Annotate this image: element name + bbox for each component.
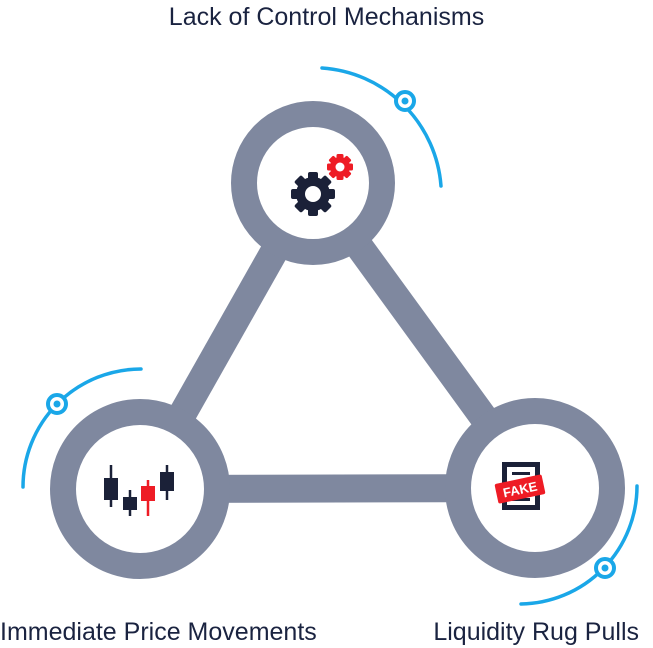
fake-document-icon: FAKE: [494, 462, 546, 510]
candle-4: [160, 465, 174, 500]
label-price-movements: Immediate Price Movements: [0, 618, 317, 646]
candle-2: [123, 490, 137, 516]
label-lack-of-control: Lack of Control Mechanisms: [168, 3, 485, 31]
label-rug-pulls: Liquidity Rug Pulls: [433, 618, 639, 646]
candle-1: [104, 465, 118, 507]
accent-dot-left: [46, 393, 68, 415]
accent-dot-right: [594, 557, 616, 579]
fake-badge-text: FAKE: [502, 478, 539, 500]
candlestick-chart-icon: [104, 465, 174, 516]
fake-badge: FAKE: [494, 474, 546, 504]
accent-dot-top: [394, 90, 416, 112]
candle-3: [141, 480, 155, 516]
ring-left: [50, 399, 230, 579]
gears-icon: [291, 154, 353, 216]
